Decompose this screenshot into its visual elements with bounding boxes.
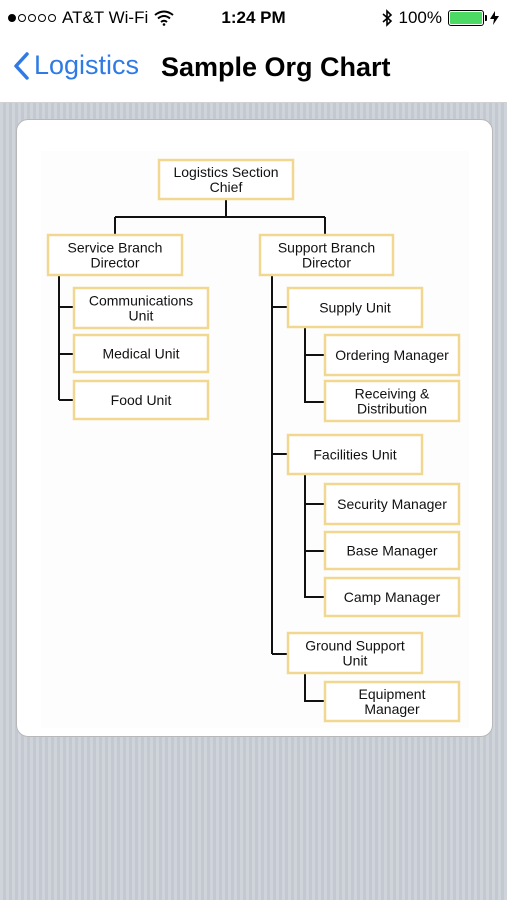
org-node-text: Unit [343, 653, 368, 669]
bluetooth-icon [381, 9, 392, 27]
charging-bolt-icon [490, 11, 499, 25]
status-bar: AT&T Wi-Fi 1:24 PM 100% [0, 0, 507, 36]
org-node-text: Ordering Manager [335, 347, 449, 363]
carrier-group: AT&T Wi-Fi [8, 8, 174, 28]
org-node-text: Director [302, 255, 351, 271]
chevron-left-icon [14, 51, 29, 80]
wifi-icon [154, 10, 174, 26]
org-node-camp-manager: Camp Manager [323, 576, 461, 618]
org-node-text: Supply Unit [319, 300, 391, 316]
org-node-text: Director [90, 255, 139, 271]
signal-strength-icon [8, 14, 56, 22]
org-node-text: Support Branch [278, 240, 375, 256]
back-button[interactable]: Logistics [12, 50, 139, 81]
org-node-text: Unit [129, 308, 154, 324]
org-node-text: Ground Support [305, 638, 405, 654]
org-node-text: Manager [364, 701, 420, 717]
connector-supply-children [304, 327, 325, 403]
org-node-text: Chief [210, 179, 243, 195]
battery-icon [448, 10, 487, 26]
battery-percentage: 100% [398, 8, 442, 27]
org-node-food-unit: Food Unit [72, 379, 210, 421]
org-node-facilities-unit: Facilities Unit [286, 433, 424, 476]
org-node-text: Logistics Section [173, 164, 278, 180]
org-node-text: Camp Manager [344, 589, 441, 605]
status-right-group: 100% [381, 8, 499, 28]
org-node-text: Receiving & [355, 386, 430, 402]
org-node-text: Service Branch [68, 240, 163, 256]
back-button-label: Logistics [34, 50, 140, 80]
org-node-text: Security Manager [337, 496, 447, 512]
navigation-bar: Logistics Sample Org Chart [0, 36, 507, 103]
org-node-text: Equipment [359, 686, 426, 702]
org-node-text: Distribution [357, 401, 427, 417]
org-node-text: Communications [89, 293, 193, 309]
org-node-ordering-manager: Ordering Manager [323, 333, 461, 377]
org-node-supply-unit: Supply Unit [286, 286, 424, 329]
org-node-text: Base Manager [346, 543, 437, 559]
org-node-medical-unit: Medical Unit [72, 333, 210, 374]
page-title: Sample Org Chart [161, 52, 391, 82]
org-node-text: Medical Unit [102, 346, 179, 362]
org-node-base-manager: Base Manager [323, 530, 461, 571]
clock: 1:24 PM [221, 8, 286, 27]
carrier-name: AT&T Wi-Fi [62, 8, 149, 27]
org-node-text: Facilities Unit [313, 447, 396, 463]
org-node-security-manager: Security Manager [323, 482, 461, 526]
org-node-receiving-and-distribution: Receiving &Distribution [323, 379, 461, 423]
connector-facilities-children [304, 474, 325, 598]
connector-ground-children [304, 674, 325, 702]
org-node-text: Food Unit [111, 392, 172, 408]
